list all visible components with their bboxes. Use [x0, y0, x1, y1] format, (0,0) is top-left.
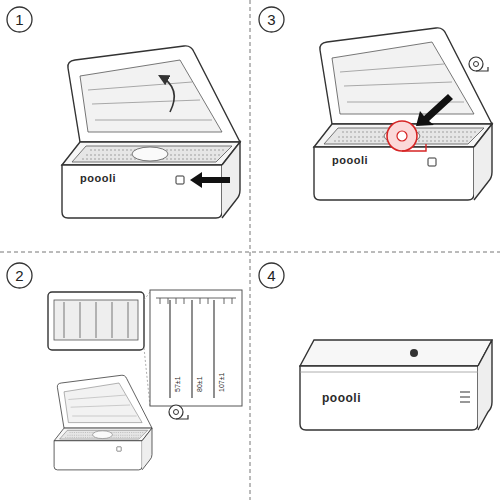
roll-icon [469, 57, 488, 71]
lid-seam [300, 372, 478, 373]
step-number-text: 2 [6, 267, 33, 284]
paper-bay [54, 300, 138, 340]
load-paper-step-three [314, 28, 492, 200]
push-arrow [190, 172, 230, 188]
roll-icon [169, 405, 188, 419]
step-circle-outline [7, 7, 32, 32]
curved-arrow [160, 76, 174, 112]
width-mark: 107±1 [218, 373, 226, 392]
step-circle-outline [259, 7, 284, 32]
step-number: 3 [258, 6, 285, 33]
printer-drawing [314, 28, 492, 200]
zoom-lines [144, 292, 150, 406]
zoom-view [150, 290, 242, 406]
guide-slots [64, 302, 128, 338]
printer-front [300, 366, 478, 430]
horizontal-divider [0, 252, 500, 253]
gauge-teeth [156, 298, 236, 304]
printer-side [478, 340, 492, 430]
printer-lid-top [300, 340, 492, 366]
button-slots [460, 392, 470, 402]
width-mark: 57±1 [174, 376, 182, 392]
step-number: 1 [6, 6, 33, 33]
brand-name: poooli [80, 172, 116, 184]
paper-roll-core [397, 131, 407, 141]
step-number: 4 [258, 262, 285, 289]
width-guides [170, 300, 214, 398]
step-number-text: 3 [258, 11, 285, 28]
printer-top-view [48, 292, 144, 350]
paper-tail [402, 144, 426, 151]
step-number-text: 1 [6, 11, 33, 28]
printer-drawing [62, 46, 240, 218]
logo-mark [410, 349, 418, 357]
step-number: 2 [6, 262, 33, 289]
step-circle-outline [259, 263, 284, 288]
open-printer-step-one [62, 46, 240, 218]
adjust-guide-step-two [48, 290, 242, 470]
step-number-text: 4 [258, 267, 285, 284]
insert-arrow [416, 94, 453, 126]
printer-drawing [54, 375, 152, 470]
closed-printer-step-four [300, 340, 492, 430]
vertical-divider [250, 0, 251, 500]
brand-name: poooli [332, 154, 368, 166]
brand-name: poooli [322, 392, 361, 405]
width-mark: 80±1 [196, 376, 204, 392]
step-circle-outline [7, 263, 32, 288]
paper-roll [387, 121, 417, 151]
